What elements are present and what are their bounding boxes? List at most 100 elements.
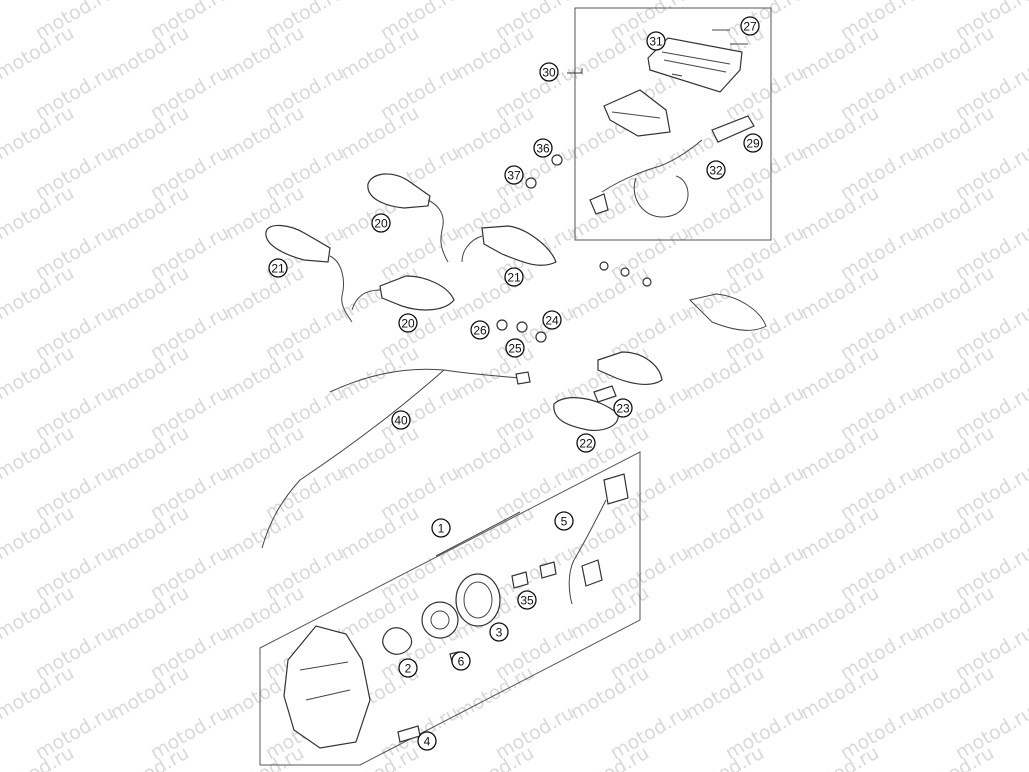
callout-circle: [743, 133, 763, 153]
headlight-bulb: [382, 627, 413, 655]
callout-label: 26: [473, 324, 487, 338]
callout-circle: [470, 320, 490, 340]
callout-5: 5: [554, 511, 574, 531]
callout-20: 20: [371, 213, 391, 233]
callout-circle: [398, 313, 418, 333]
watermark-text: motod.ru: [682, 0, 768, 4]
callout-circle: [391, 410, 411, 430]
callout-label: 40: [394, 414, 408, 428]
callout-circle: [489, 622, 509, 642]
callout-label: 20: [401, 317, 415, 331]
callout-label: 2: [405, 662, 412, 676]
callout-circle: [504, 267, 524, 287]
callout-circle: [398, 658, 418, 678]
callout-30: 30: [539, 62, 559, 82]
callout-label: 23: [616, 402, 630, 416]
callout-label: 32: [709, 164, 723, 178]
callout-1: 1: [431, 518, 451, 538]
callout-circle: [371, 213, 391, 233]
callout-40: 40: [391, 410, 411, 430]
callout-24: 24: [542, 310, 562, 330]
callout-label: 22: [579, 437, 593, 451]
callout-26: 26: [470, 320, 490, 340]
callout-circle: [417, 731, 437, 751]
headlight-ring: [455, 573, 501, 627]
watermark-text: motod.ru: [222, 0, 308, 4]
watermark-text: motod.ru: [0, 0, 3, 44]
callout-22: 22: [576, 433, 596, 453]
watermark-text: motod.ru: [337, 0, 423, 4]
callout-32: 32: [706, 160, 726, 180]
callout-31: 31: [646, 31, 666, 51]
callout-circle: [505, 338, 525, 358]
callout-25: 25: [505, 338, 525, 358]
callout-label: 24: [545, 314, 559, 328]
callout-circle: [740, 16, 760, 36]
callout-label: 1: [438, 522, 445, 536]
headlight-mask: [283, 625, 371, 749]
callout-36: 36: [533, 138, 553, 158]
callout-29: 29: [743, 133, 763, 153]
wiring-cable-40: [261, 368, 521, 549]
watermark-text: motod.ru: [452, 0, 538, 4]
front-indicator-left: [265, 224, 353, 323]
callout-label: 21: [507, 271, 521, 285]
callout-circle: [451, 651, 471, 671]
callout-23: 23: [613, 398, 633, 418]
callout-label: 27: [743, 20, 757, 34]
nut-37: [525, 177, 537, 189]
callout-label: 20: [374, 217, 388, 231]
callout-label: 3: [496, 626, 503, 640]
watermark-text: motod.ru: [912, 0, 998, 4]
callout-label: 5: [561, 515, 568, 529]
callout-circle: [504, 165, 524, 185]
callout-circle: [576, 433, 596, 453]
watermark-text: motod.ru: [797, 0, 883, 4]
callout-label: 35: [520, 594, 534, 608]
callout-label: 4: [424, 735, 431, 749]
headlight-group-box: [259, 451, 641, 766]
callout-circle: [706, 160, 726, 180]
callout-label: 29: [746, 137, 760, 151]
callout-6: 6: [451, 651, 471, 671]
watermark-text: motod.ru: [567, 0, 653, 4]
tail-light-assembly: [589, 29, 755, 218]
rear-indicator-lower: [553, 385, 619, 431]
callout-label: 31: [649, 35, 663, 49]
callout-label: 21: [271, 262, 285, 276]
callout-circle: [646, 31, 666, 51]
callout-2: 2: [398, 658, 418, 678]
front-indicator-lower: [351, 275, 455, 311]
callout-label: 36: [536, 142, 550, 156]
callout-27: 27: [740, 16, 760, 36]
callout-20: 20: [398, 313, 418, 333]
front-indicator-upper-left: [367, 173, 449, 263]
callout-label: 6: [458, 655, 465, 669]
callout-circle: [533, 138, 553, 158]
rear-indicator-upper: [597, 293, 767, 386]
watermark-text: motod.ru: [0, 0, 78, 4]
tail-light-group-box: [574, 7, 772, 241]
callout-3: 3: [489, 622, 509, 642]
callout-circle: [539, 62, 559, 82]
callout-layer: 1234562020212122232425262729303132353637…: [268, 16, 763, 751]
callout-21: 21: [268, 258, 288, 278]
callout-circle: [554, 511, 574, 531]
callout-circle: [268, 258, 288, 278]
callout-circle: [542, 310, 562, 330]
callout-4: 4: [417, 731, 437, 751]
callout-circle: [517, 590, 537, 610]
callout-37: 37: [504, 165, 524, 185]
bulb-holder: [421, 601, 459, 639]
wiring-harness-5: [568, 473, 629, 605]
callout-circle: [613, 398, 633, 418]
callout-label: 25: [508, 342, 522, 356]
callout-label: 37: [507, 169, 521, 183]
front-indicator-right: [461, 225, 557, 266]
callout-circle: [431, 518, 451, 538]
callout-35: 35: [517, 590, 537, 610]
watermark-text: motod.ru: [107, 0, 193, 4]
washer-36: [551, 154, 563, 166]
